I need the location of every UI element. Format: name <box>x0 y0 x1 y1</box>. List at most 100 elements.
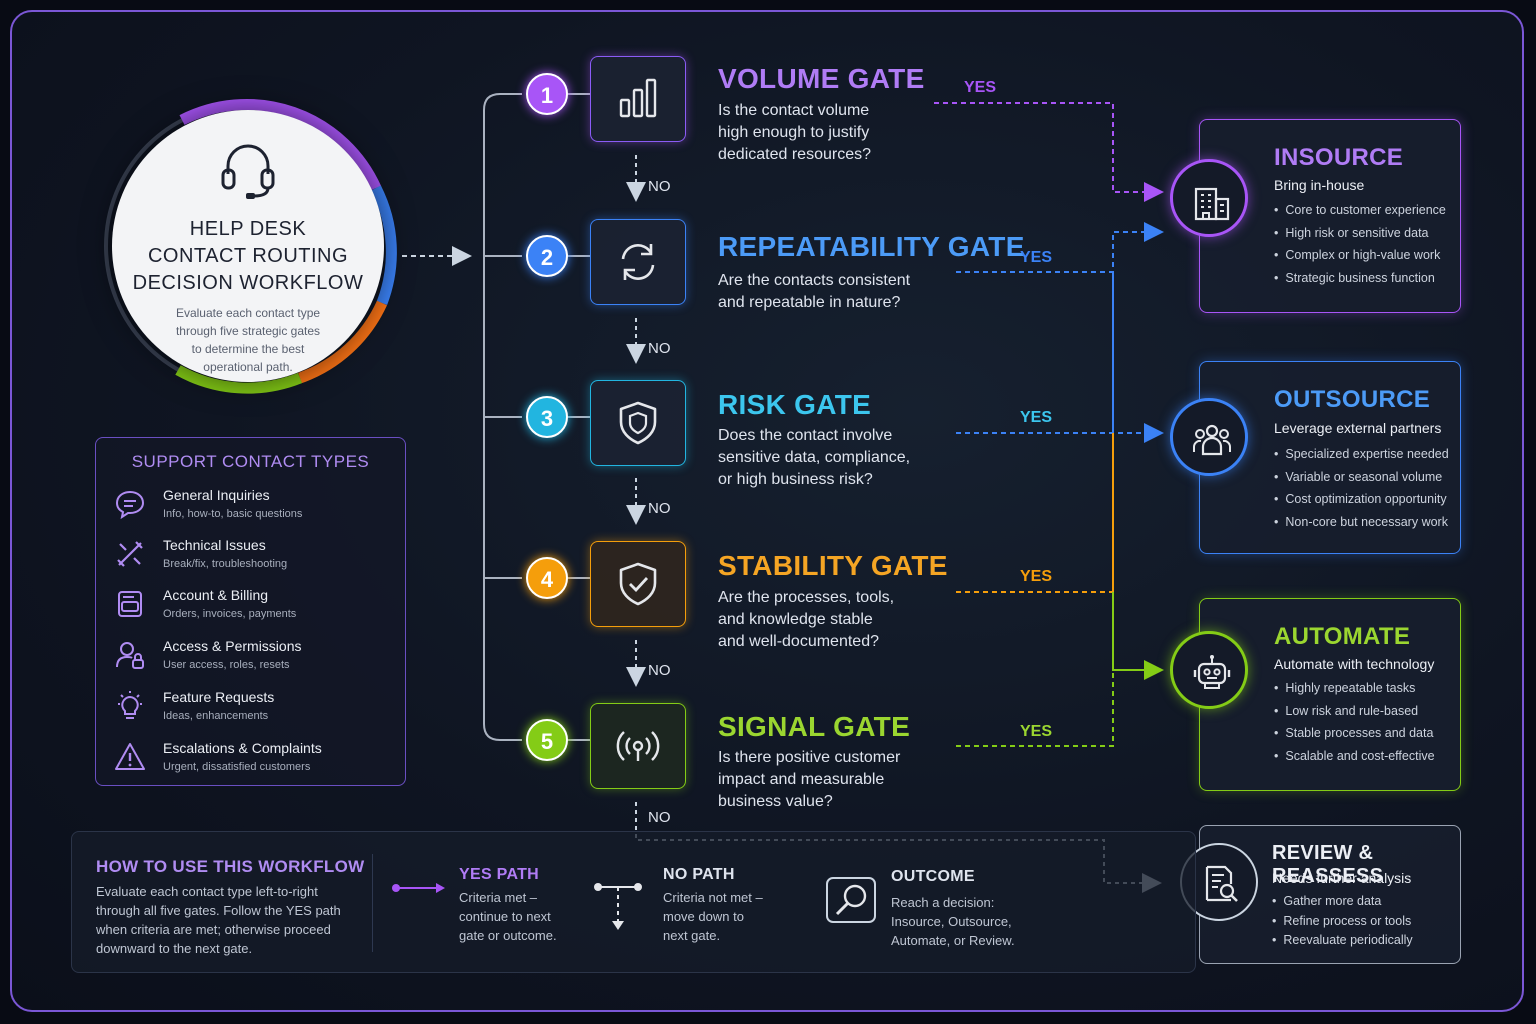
gate-icon-box <box>590 703 686 789</box>
outcome-subtitle: Automate with technology <box>1274 656 1435 672</box>
contact-type-name: Escalations & Complaints <box>163 740 322 756</box>
outcome-list-item: Variable or seasonal volume <box>1274 466 1449 489</box>
gate-question: Is there positive customer impact and me… <box>718 747 938 813</box>
contact-type-item[interactable]: Escalations & Complaints Urgent, dissati… <box>110 735 390 781</box>
contact-type-item[interactable]: General Inquiries Info, how-to, basic qu… <box>110 482 390 528</box>
how-to-desc-line: when criteria are met; otherwise proceed <box>96 922 331 937</box>
outcome-list-item: Scalable and cost-effective <box>1274 745 1434 768</box>
bar-chart-icon <box>619 78 657 118</box>
people-group-icon <box>1192 424 1232 456</box>
document-search-icon <box>1205 865 1238 902</box>
gate-question-line: or high business risk? <box>718 471 873 488</box>
yes-label: YES <box>1020 723 1053 740</box>
gate-question-line: sensitive data, compliance, <box>718 449 911 466</box>
gate-question: Does the contact involve sensitive data,… <box>718 425 938 491</box>
no-label: NO <box>648 178 671 195</box>
outcome-list-item: Complex or high-value work <box>1274 244 1446 267</box>
yes-path-line: gate or outcome. <box>459 928 557 943</box>
contact-type-sub: Info, how-to, basic questions <box>163 508 303 520</box>
hero-title-line: HELP DESK <box>189 218 307 240</box>
gate-number-badge: 2 <box>526 235 568 277</box>
hero-ring <box>104 98 397 394</box>
yes-path-description: Criteria met – continue to next gate or … <box>459 888 557 945</box>
no-label: NO <box>648 662 671 679</box>
gate-question: Is the contact volume high enough to jus… <box>718 100 928 166</box>
outcome-list-item: Strategic business function <box>1274 267 1446 290</box>
contact-type-name: Account & Billing <box>163 587 269 603</box>
yes-label: YES <box>1020 409 1053 426</box>
gate-question-line: and knowledge stable <box>718 611 873 628</box>
gate-question-line: high enough to justify <box>718 124 870 141</box>
contact-type-item[interactable]: Account & Billing Orders, invoices, paym… <box>110 582 390 628</box>
outcome-title: REVIEW & REASSESS <box>1272 842 1384 887</box>
outcome-list: Gather more data Refine process or tools… <box>1272 892 1413 951</box>
outcome-list-item: Highly repeatable tasks <box>1274 677 1435 700</box>
gate-title: VOLUME GATE <box>718 63 925 94</box>
how-to-title: HOW TO USE THIS WORKFLOW <box>96 857 365 876</box>
gate-question-line: Is there positive customer <box>718 749 901 766</box>
outcome-legend-description: Reach a decision: Insource, Outsource, A… <box>891 893 1015 950</box>
yes-label: YES <box>964 79 997 96</box>
no-label: NO <box>648 340 671 357</box>
gate-title: STABILITY GATE <box>718 550 948 581</box>
gate-question-line: and repeatable in nature? <box>718 294 901 311</box>
shield-icon <box>619 401 657 445</box>
outcome-legend-line: Insource, Outsource, <box>891 914 1012 929</box>
contact-type-sub: Break/fix, troubleshooting <box>163 558 288 570</box>
billing-card-icon <box>118 591 142 617</box>
how-to-desc-line: through all five gates. Follow the YES p… <box>96 903 341 918</box>
no-label: NO <box>648 500 671 517</box>
contact-type-sub: User access, roles, resets <box>163 659 290 671</box>
outcome-legend-title: OUTCOME <box>891 868 975 885</box>
outcome-subtitle: Leverage external partners <box>1274 420 1442 436</box>
contact-type-item[interactable]: Access & Permissions User access, roles,… <box>110 633 390 679</box>
outcome-legend-line: Automate, or Review. <box>891 933 1015 948</box>
building-icon <box>1194 187 1230 221</box>
contact-type-sub: Orders, invoices, payments <box>163 608 297 620</box>
no-path-line: move down to <box>663 909 744 924</box>
gate-title: SIGNAL GATE <box>718 711 911 742</box>
no-label: NO <box>648 809 671 826</box>
how-to-desc-line: downward to the next gate. <box>96 941 253 956</box>
divider <box>372 854 373 952</box>
how-to-desc-line: Evaluate each contact type left-to-right <box>96 884 318 899</box>
contact-type-item[interactable]: Technical Issues Break/fix, troubleshoot… <box>110 532 390 578</box>
hero-desc-line: through five strategic gates <box>175 324 321 338</box>
no-path-description: Criteria not met – move down to next gat… <box>663 888 763 945</box>
outcome-list-item: Cost optimization opportunity <box>1274 488 1449 511</box>
gate-question: Are the contacts consistent and repeatab… <box>718 270 948 314</box>
gate-title: RISK GATE <box>718 389 872 420</box>
broadcast-signal-icon <box>616 731 660 761</box>
outcome-subtitle: Bring in-house <box>1274 177 1365 193</box>
outcome-list-item: Non-core but necessary work <box>1274 511 1449 534</box>
hero-title: HELP DESK CONTACT ROUTING DECISION WORKF… <box>112 216 384 297</box>
gate-question-line: Is the contact volume <box>718 102 870 119</box>
gate-number-badge: 1 <box>526 73 568 115</box>
contact-type-name: Technical Issues <box>163 537 266 553</box>
robot-icon <box>1193 655 1231 689</box>
gate-question-line: Does the contact involve <box>718 427 893 444</box>
outcome-outsource-card: OUTSOURCE Leverage external partners Spe… <box>1199 361 1461 554</box>
hero-desc-line: operational path. <box>203 360 293 374</box>
contact-type-sub: Ideas, enhancements <box>163 710 269 722</box>
gate-question-line: dedicated resources? <box>718 146 871 163</box>
outcome-list-item: Gather more data <box>1272 892 1413 912</box>
outcome-list-item: Refine process or tools <box>1272 912 1413 932</box>
support-contact-types-panel: SUPPORT CONTACT TYPES General Inquiries … <box>95 437 406 786</box>
gate-question-line: Are the processes, tools, <box>718 589 895 606</box>
yes-path-line: continue to next <box>459 909 551 924</box>
gate-title: REPEATABILITY GATE <box>718 231 1025 262</box>
no-path-line: Criteria not met – <box>663 890 763 905</box>
gate-question-line: and well-documented? <box>718 633 879 650</box>
gate-question-line: Are the contacts consistent <box>718 272 911 289</box>
search-magnifier-icon <box>826 877 876 923</box>
contact-type-item[interactable]: Feature Requests Ideas, enhancements <box>110 684 390 730</box>
contact-type-sub: Urgent, dissatisfied customers <box>163 761 311 773</box>
yes-label: YES <box>1020 249 1053 266</box>
outcome-list: Highly repeatable tasks Low risk and rul… <box>1274 677 1435 768</box>
tools-icon <box>117 541 143 567</box>
gate-question-line: business value? <box>718 793 833 810</box>
outcome-title: AUTOMATE <box>1274 623 1411 650</box>
refresh-arrows-icon <box>621 244 655 280</box>
